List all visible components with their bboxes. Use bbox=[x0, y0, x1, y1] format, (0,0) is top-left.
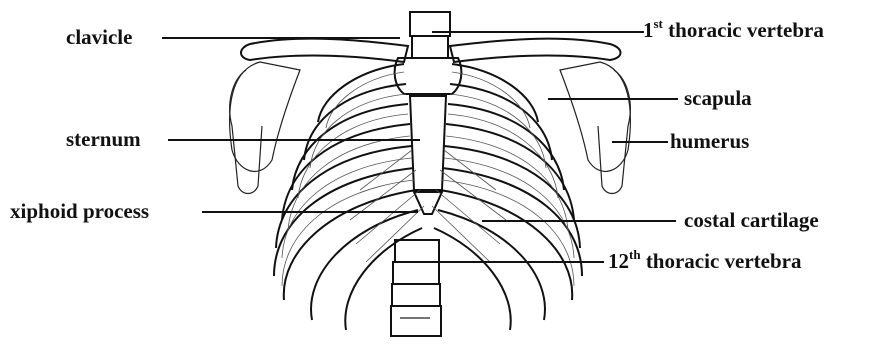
label-1st-thoracic-vertebra: 1st thoracic vertebra bbox=[643, 18, 824, 42]
label-1st-text: thoracic vertebra bbox=[663, 18, 824, 42]
label-12th-text: thoracic vertebra bbox=[641, 249, 802, 273]
label-humerus-text: humerus bbox=[670, 129, 749, 153]
label-scapula: scapula bbox=[684, 86, 752, 110]
humeri bbox=[230, 70, 631, 194]
label-xiphoid-process: xiphoid process bbox=[10, 199, 149, 223]
label-sternum: sternum bbox=[66, 127, 141, 151]
label-xiphoid-text: xiphoid process bbox=[10, 199, 149, 223]
ribs-left bbox=[274, 64, 422, 330]
label-12th-thoracic-vertebra: 12th thoracic vertebra bbox=[608, 249, 802, 273]
label-1st-superscript: st bbox=[654, 16, 663, 31]
ribs-right bbox=[434, 64, 582, 330]
label-humerus: humerus bbox=[670, 129, 749, 153]
label-costal-cartilage: costal cartilage bbox=[684, 208, 819, 232]
label-clavicle: clavicle bbox=[66, 25, 132, 49]
label-1st-number: 1 bbox=[643, 18, 654, 42]
label-clavicle-text: clavicle bbox=[66, 25, 132, 49]
label-scapula-text: scapula bbox=[684, 86, 752, 110]
leader-lines bbox=[162, 32, 678, 262]
label-costal-text: costal cartilage bbox=[684, 208, 819, 232]
scapulae bbox=[230, 62, 631, 171]
label-sternum-text: sternum bbox=[66, 127, 141, 151]
costal-cartilage-hatching bbox=[350, 150, 506, 262]
label-12th-number: 12 bbox=[608, 249, 629, 273]
sternum-shape bbox=[395, 58, 462, 214]
label-12th-superscript: th bbox=[629, 247, 641, 262]
